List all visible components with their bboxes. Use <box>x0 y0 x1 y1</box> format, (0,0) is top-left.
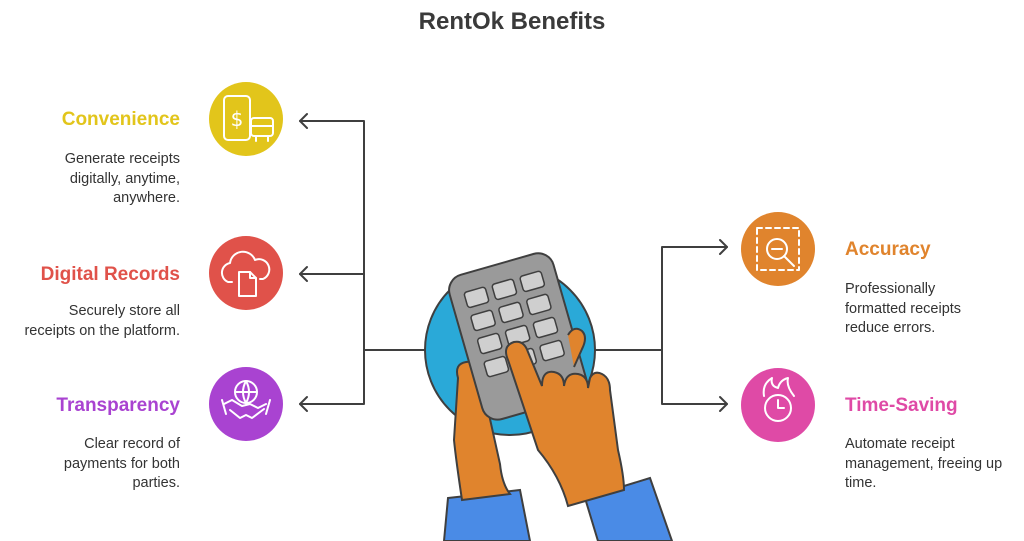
time-saving-heading: Time-Saving <box>845 395 958 416</box>
svg-text:$: $ <box>231 107 244 131</box>
magnify-scan-icon <box>741 212 815 286</box>
page-title: RentOk Benefits <box>418 8 606 35</box>
phone-payment-icon: $ <box>209 82 283 156</box>
hand-calculator-icon <box>424 252 674 541</box>
transparency-heading: Transparency <box>56 395 180 416</box>
fast-clock-icon <box>741 368 815 442</box>
convenience-heading: Convenience <box>61 109 180 130</box>
accuracy-heading: Accuracy <box>845 239 931 260</box>
cloud-document-icon <box>209 236 283 310</box>
transparency-description: Clear record of payments for both partie… <box>63 436 180 491</box>
accuracy-description: Professionally formatted receipts reduce… <box>845 281 962 336</box>
connector-lines <box>299 113 728 412</box>
convenience-description: Generate receipts digitally, anytime, an… <box>64 151 180 206</box>
digital-records-heading: Digital Records <box>40 264 180 285</box>
time-saving-description: Automate receipt management, freeing up … <box>845 436 1003 491</box>
handshake-icon <box>209 367 283 441</box>
digital-records-description: Securely store all receipts on the platf… <box>24 303 180 339</box>
